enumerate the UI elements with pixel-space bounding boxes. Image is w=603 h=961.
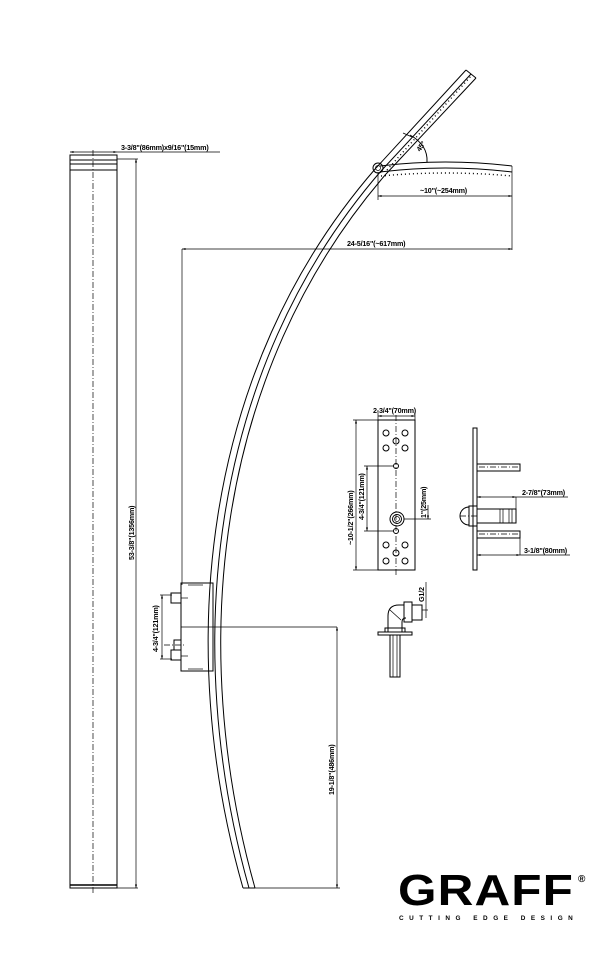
brand-tagline: CUTTING EDGE DESIGN [399,915,577,922]
dim-side-depth-a: 2-7/8"(73mm) [522,488,566,497]
elbow-fitting [377,582,428,678]
column-front-view [69,150,220,895]
dim-plate-width: 2-3/4"(70mm) [373,406,417,415]
graff-logo: GRAFF ® CUTTING EDGE DESIGN [398,866,586,922]
dim-column-section: 3-3/8"(86mm)x9/16"(15mm) [121,143,209,152]
dim-head-length: ~10"(~254mm) [420,186,468,195]
plate-holes-top [382,429,409,469]
mounting-plate [353,412,431,575]
plate-outlet [389,511,405,534]
arc-column [207,69,477,889]
brand-name: GRAFF [398,866,574,915]
dim-elbow-thread: G1/2 [417,587,426,602]
plate-side-view [459,427,570,571]
registered-mark: ® [578,874,586,885]
wall-mount-block [160,582,340,889]
plate-holes-bottom [382,541,409,565]
dim-plate-outlet: 1"(25mm) [419,486,428,518]
projection-dimension [181,200,513,585]
dim-plate-height: ~10-1/2"(266mm) [346,490,355,545]
dim-mount-holes: 4-3/4"(121mm) [151,604,160,652]
dim-outlet-height: 19-1/8"(486mm) [327,744,336,795]
dim-side-depth-b: 3-1/8"(80mm) [524,546,568,555]
dim-projection: 24-5/16"(~617mm) [347,239,406,248]
rain-head [372,132,513,200]
dim-column-height: 53-3/8"(1356mm) [127,505,136,560]
dim-plate-holes: 4-3/4"(121mm) [357,472,366,520]
